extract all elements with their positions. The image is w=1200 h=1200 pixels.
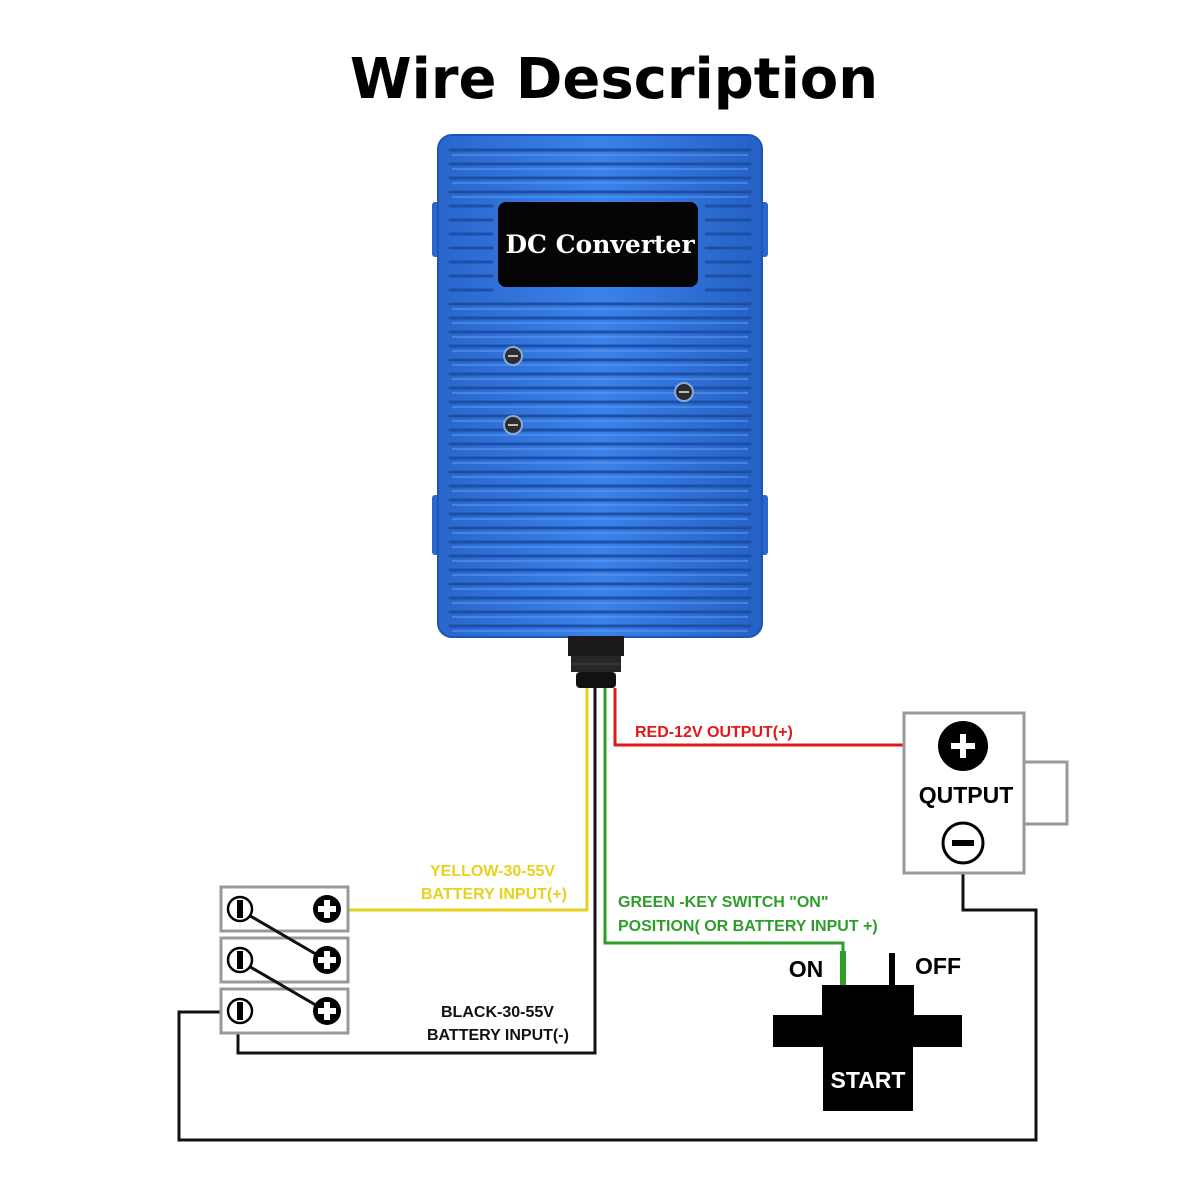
- minus-terminal-icon: [226, 997, 254, 1025]
- cable-gland: [568, 636, 624, 688]
- screw-icon: [674, 382, 694, 402]
- dc-converter: DC Converter: [432, 134, 768, 688]
- switch-off-contact: [889, 953, 895, 985]
- yellow-wire-label-line2: BATTERY INPUT(+): [421, 886, 567, 903]
- label-plate: [498, 202, 698, 287]
- minus-icon: [941, 821, 985, 865]
- black-wire-label-line1: BLACK-30-55V: [441, 1004, 554, 1021]
- switch-off-label: OFF: [915, 953, 961, 979]
- green-wire-label-line2: POSITION( OR BATTERY INPUT +): [618, 918, 878, 935]
- switch-top-block: [822, 985, 914, 1015]
- page-title: Wire Description: [350, 47, 878, 112]
- series-jumper: [239, 908, 327, 962]
- switch-on-label: ON: [789, 956, 824, 982]
- yellow-wire: [328, 688, 589, 912]
- output-negative-wire: [177, 860, 1038, 1142]
- cooling-fins: [448, 148, 752, 632]
- series-jumper: [239, 959, 327, 1013]
- screw-icon: [503, 415, 523, 435]
- switch-on-contact: [840, 951, 846, 987]
- output-label: QUTPUT: [919, 782, 1014, 808]
- battery-stack: [219, 885, 350, 1035]
- minus-terminal-icon: [226, 895, 254, 923]
- minus-terminal-icon: [226, 946, 254, 974]
- red-wire-label: RED-12V OUTPUT(+): [635, 724, 793, 741]
- output-box: QUTPUT: [902, 711, 1069, 875]
- yellow-wire-label-line1: YELLOW-30-55V: [430, 863, 555, 880]
- output-side-tab: [1021, 760, 1069, 826]
- red-wire: [613, 688, 963, 747]
- plus-terminal-icon: [313, 997, 341, 1025]
- green-wire-label-line1: GREEN -KEY SWITCH "ON": [618, 894, 828, 911]
- switch-start-label: START: [831, 1067, 906, 1093]
- device-label: DC Converter: [505, 230, 695, 259]
- plus-icon: [938, 721, 988, 771]
- switch-bar: [773, 1015, 962, 1047]
- screw-icon: [503, 346, 523, 366]
- plus-terminal-icon: [313, 946, 341, 974]
- key-switch: ON OFF START: [773, 951, 962, 1111]
- switch-start-block: [823, 1047, 913, 1111]
- black-wire-label-line2: BATTERY INPUT(-): [427, 1027, 569, 1044]
- plus-terminal-icon: [313, 895, 341, 923]
